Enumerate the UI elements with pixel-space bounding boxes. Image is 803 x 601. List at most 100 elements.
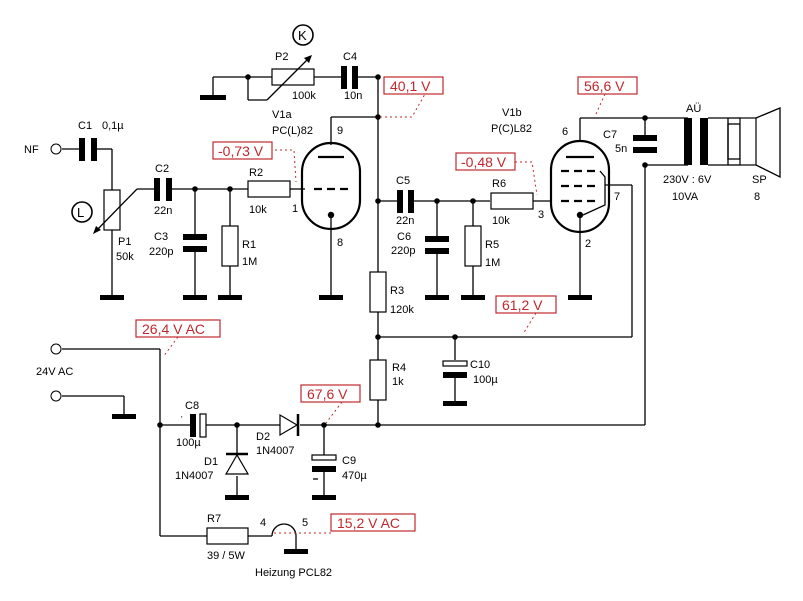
ground-icon — [200, 95, 226, 100]
resistor-r7: R7 39 / 5W — [206, 513, 249, 562]
svg-text:22n: 22n — [396, 215, 414, 227]
svg-text:': ' — [181, 415, 183, 424]
capacitor-c3: C3 220p — [149, 231, 207, 258]
svg-text:C7: C7 — [603, 129, 617, 141]
svg-text:100µ: 100µ — [473, 374, 498, 386]
junctions — [157, 74, 648, 428]
svg-text:K: K — [298, 28, 307, 43]
svg-text:R5: R5 — [485, 239, 499, 251]
svg-text:R1: R1 — [242, 239, 256, 251]
resistor-r1: R1 1M — [221, 225, 257, 268]
svg-text:1M: 1M — [242, 256, 257, 268]
svg-text:8: 8 — [754, 191, 760, 203]
svg-text:D1: D1 — [204, 456, 218, 468]
tone-marker-icon — [292, 24, 314, 46]
svg-text:50k: 50k — [116, 251, 134, 263]
nf-label: NF — [24, 144, 39, 156]
ground-symbols — [100, 95, 592, 554]
svg-text:4: 4 — [260, 517, 266, 529]
potentiometer-p2: P2 100k K — [266, 24, 316, 102]
resistor-r2: R2 10k — [247, 167, 291, 216]
resistor-r6: R6 10k — [490, 178, 534, 227]
ground-icon — [443, 401, 467, 406]
nf-input: NF — [24, 143, 62, 156]
supply-terminal-icon — [50, 343, 62, 355]
svg-text:C3: C3 — [154, 231, 168, 243]
ground-icon — [183, 295, 207, 300]
svg-text:R2: R2 — [249, 167, 263, 179]
svg-text:220p: 220p — [391, 245, 415, 257]
capacitor-c4: C4 10n — [341, 51, 362, 102]
svg-text:5: 5 — [302, 517, 308, 529]
ground-icon — [425, 295, 449, 300]
svg-text:7: 7 — [614, 191, 620, 203]
svg-text:C10: C10 — [470, 359, 490, 371]
resistor-r4: R4 1k — [369, 359, 406, 401]
svg-text:-0,48 V: -0,48 V — [461, 154, 507, 170]
svg-text:R3: R3 — [390, 285, 404, 297]
svg-text:230V : 6V: 230V : 6V — [663, 174, 712, 186]
svg-text:120k: 120k — [390, 304, 414, 316]
svg-text:PC(L)82: PC(L)82 — [272, 125, 313, 137]
svg-text:Heizung PCL82: Heizung PCL82 — [255, 567, 332, 579]
heater: 4 5 Heizung PCL82 — [255, 517, 332, 579]
svg-text:9: 9 — [337, 125, 343, 137]
svg-text:10k: 10k — [249, 204, 267, 216]
svg-text:2: 2 — [585, 238, 591, 250]
capacitor-c1: C1 0,1µ — [78, 120, 124, 161]
svg-text:26,4 V AC: 26,4 V AC — [142, 321, 205, 337]
ground-icon — [312, 495, 336, 500]
ground-icon — [319, 295, 343, 300]
potentiometer-p1: P1 50k L — [71, 188, 138, 263]
svg-text:R4: R4 — [392, 362, 406, 374]
volume-marker-icon — [71, 201, 93, 223]
capacitor-c6: C6 220p — [391, 231, 449, 257]
svg-text:1k: 1k — [392, 376, 404, 388]
svg-text:0,1µ: 0,1µ — [102, 120, 124, 132]
speaker: SP 8 — [727, 107, 781, 203]
svg-text:56,6 V: 56,6 V — [584, 78, 625, 94]
svg-text:C6: C6 — [397, 231, 411, 243]
svg-text:D2: D2 — [256, 431, 270, 443]
tube-v1b: V1b P(C)L82 6 3 7 2 — [491, 107, 620, 250]
svg-text:100k: 100k — [292, 90, 316, 102]
voltage-badge — [455, 152, 516, 171]
svg-text:L: L — [77, 205, 84, 220]
tube-v1a: V1a PC(L)82 9 1 8 — [272, 109, 362, 249]
ground-icon — [225, 495, 249, 500]
svg-text:1M: 1M — [485, 257, 500, 269]
svg-text:V1b: V1b — [502, 107, 522, 119]
svg-text:1: 1 — [292, 203, 298, 215]
nf-terminal-icon — [50, 143, 62, 155]
svg-text:R6: R6 — [492, 178, 506, 190]
svg-text:C8: C8 — [185, 400, 199, 412]
svg-text:1N4007: 1N4007 — [175, 470, 214, 482]
voltage-badge — [212, 141, 273, 160]
svg-text:40,1 V: 40,1 V — [390, 78, 431, 94]
svg-text:15,2 V AC: 15,2 V AC — [337, 515, 400, 531]
ground-icon — [100, 295, 124, 300]
ground-icon — [284, 549, 308, 554]
svg-text:C5: C5 — [396, 175, 410, 187]
svg-text:AÜ: AÜ — [686, 103, 701, 115]
ground-icon — [568, 295, 592, 300]
svg-text:67,6 V: 67,6 V — [307, 386, 348, 402]
voltage-badge — [495, 295, 557, 314]
capacitor-c8: C8 100µ ' — [176, 400, 207, 449]
svg-text:220p: 220p — [149, 246, 173, 258]
svg-text:P(C)L82: P(C)L82 — [491, 123, 532, 135]
supply-input: 24V AC — [36, 343, 73, 402]
svg-text:1N4007: 1N4007 — [256, 445, 295, 457]
supply-terminal-icon — [50, 390, 62, 402]
svg-text:10k: 10k — [492, 215, 510, 227]
svg-text:10VA: 10VA — [672, 191, 699, 203]
svg-text:-0,73 V: -0,73 V — [218, 143, 264, 159]
svg-text:SP: SP — [752, 174, 767, 186]
svg-text:V1a: V1a — [272, 109, 292, 121]
svg-text:10n: 10n — [344, 90, 362, 102]
capacitor-c9: C9 470µ — [311, 454, 367, 482]
svg-text:5n: 5n — [615, 143, 627, 155]
svg-text:61,2 V: 61,2 V — [502, 297, 543, 313]
voltage-badge — [135, 319, 221, 338]
